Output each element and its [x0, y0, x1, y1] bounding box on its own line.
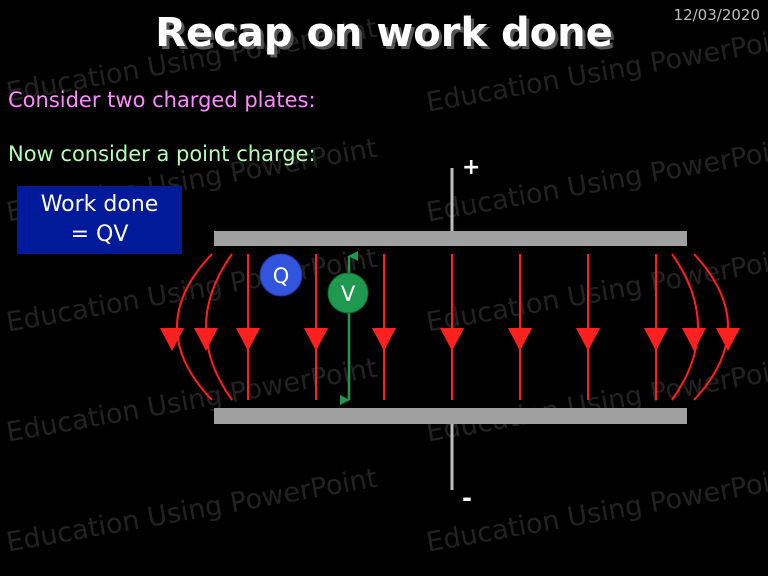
work-done-box: Work done = QV	[17, 186, 182, 254]
field-arrow	[682, 328, 706, 351]
point-charge-text: Now consider a point charge:	[8, 142, 316, 166]
fringe-field-line	[693, 253, 729, 401]
work-done-formula: = QV	[70, 222, 129, 247]
field-arrow	[716, 328, 740, 351]
fringe-field-line	[205, 253, 233, 401]
field-line	[440, 254, 464, 400]
field-line	[304, 254, 328, 400]
slide-title: Recap on work done	[155, 10, 613, 56]
negative-terminal-label: -	[462, 484, 472, 512]
slide-date: 12/03/2020	[673, 6, 760, 24]
fringe-field-line	[176, 253, 213, 401]
field-line	[508, 254, 532, 400]
field-line	[644, 254, 668, 400]
field-line	[576, 254, 600, 400]
field-line	[236, 254, 260, 400]
fringe-field-line	[671, 253, 699, 401]
field-arrow	[160, 328, 184, 351]
voltage-label: V	[341, 282, 356, 306]
bottom-plate	[214, 408, 687, 424]
top-plate	[214, 231, 687, 246]
plates-text: Consider two charged plates:	[8, 88, 316, 112]
field-arrow	[194, 328, 218, 351]
work-done-label: Work done	[40, 192, 159, 217]
positive-terminal-label: +	[462, 155, 480, 180]
charge-label: Q	[273, 264, 290, 288]
field-line	[372, 254, 396, 400]
point-charge	[259, 253, 303, 297]
voltage-marker	[327, 272, 369, 314]
